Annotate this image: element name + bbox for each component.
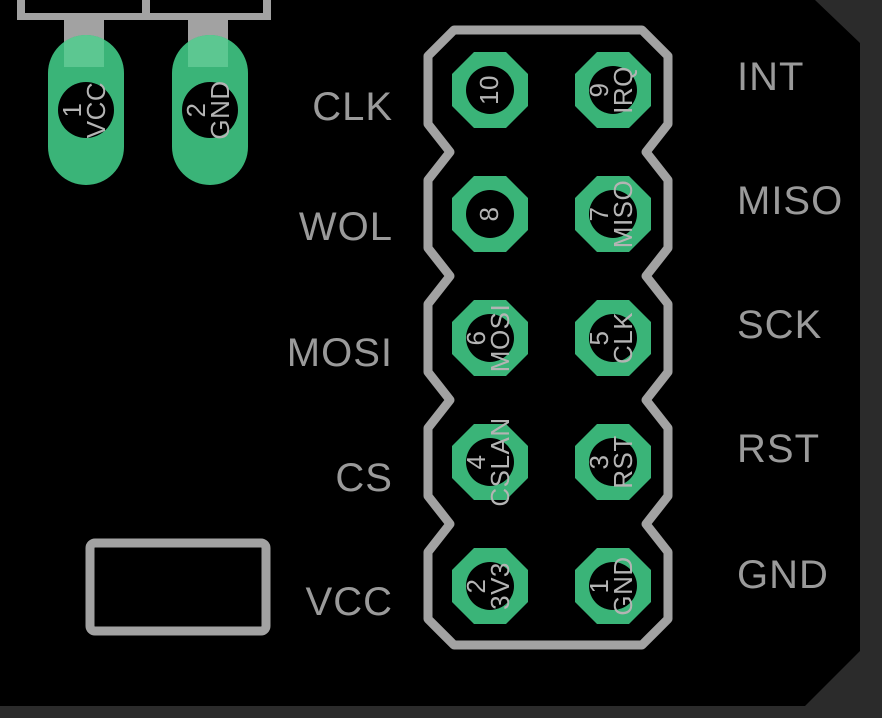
net-label-sck[interactable]: SCK bbox=[737, 303, 822, 347]
net-label-gnd[interactable]: GND bbox=[737, 553, 829, 597]
oval-pad-2-label: 2GND bbox=[181, 80, 235, 139]
net-label-wol[interactable]: WOL bbox=[299, 205, 393, 249]
header-pad-5-label: 5CLK bbox=[584, 312, 638, 364]
oval-pad-1-stem-overlap bbox=[64, 35, 104, 67]
header-pad-3-hole bbox=[589, 438, 637, 486]
header-pad-3-label: 3RST bbox=[584, 435, 638, 489]
oval-pad-1-hole bbox=[58, 82, 114, 138]
header-pad-1-hole bbox=[589, 562, 637, 610]
header-pad-4-hole bbox=[466, 438, 514, 486]
connector-outline-right-stub bbox=[263, 0, 271, 17]
header-pad-7-hole bbox=[589, 190, 637, 238]
header-outline bbox=[423, 25, 673, 650]
net-label-mosi[interactable]: MOSI bbox=[287, 331, 393, 375]
oval-pad-2-stem-overlap bbox=[188, 35, 228, 67]
net-label-miso[interactable]: MISO bbox=[737, 179, 843, 223]
header-pad-2-hole bbox=[466, 562, 514, 610]
net-label-int[interactable]: INT bbox=[737, 55, 804, 99]
header-pad-6-label: 6MOSI bbox=[461, 304, 515, 372]
header-pad-5-hole bbox=[589, 314, 637, 362]
header-pad-8-label: 8 bbox=[474, 207, 504, 222]
net-label-clk[interactable]: CLK bbox=[312, 85, 393, 129]
header-pad-10-label: 10 bbox=[474, 75, 504, 105]
connector-outline-middle-stub bbox=[142, 0, 150, 17]
connector-outline-left-stub bbox=[17, 0, 25, 17]
oval-pad-1-label: 1VCC bbox=[57, 82, 111, 138]
header-pad-4-label: 4CSLAN bbox=[461, 417, 515, 506]
net-label-vcc[interactable]: VCC bbox=[306, 580, 393, 624]
net-label-rst[interactable]: RST bbox=[737, 427, 820, 471]
oval-pad-2-hole bbox=[182, 82, 238, 138]
header-pad-9-label: 9IRQ bbox=[584, 66, 638, 114]
header-pad-8-hole bbox=[466, 190, 514, 238]
net-label-cs[interactable]: CS bbox=[335, 456, 393, 500]
header-pad-7-label: 7MISO bbox=[584, 180, 638, 248]
header-pad-2-label: 23V3 bbox=[461, 562, 515, 610]
header-pad-9-hole bbox=[589, 66, 637, 114]
component-outline-rect bbox=[85, 538, 271, 636]
header-pad-10-hole bbox=[466, 66, 514, 114]
header-pad-1-label: 1GND bbox=[584, 556, 638, 615]
header-pad-6-hole bbox=[466, 314, 514, 362]
